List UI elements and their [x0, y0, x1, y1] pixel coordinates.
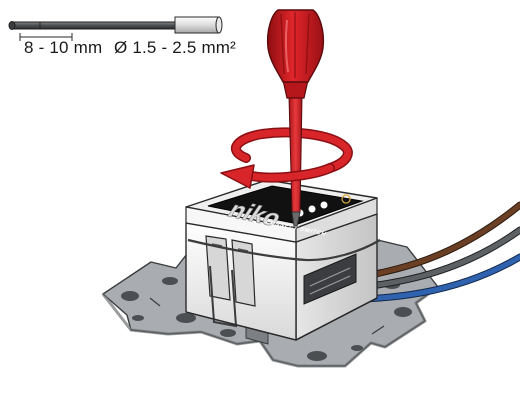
clockwise-rotation-arrow-icon [231, 127, 353, 173]
switch-module [185, 179, 381, 341]
rotation-arrow-front [220, 163, 335, 189]
cable-sample [8, 16, 223, 34]
arrow-head [220, 164, 255, 189]
wire-diameter-label: Ø 1.5 - 2.5 mm² [114, 38, 237, 57]
indicator-led [320, 201, 328, 209]
strip-length-dimension [19, 33, 73, 41]
power-symbol-icon [341, 194, 351, 204]
indicator-led [308, 205, 316, 213]
strip-length-label: 8 - 10 mm [24, 38, 103, 57]
screwdriver-icon [266, 9, 325, 227]
